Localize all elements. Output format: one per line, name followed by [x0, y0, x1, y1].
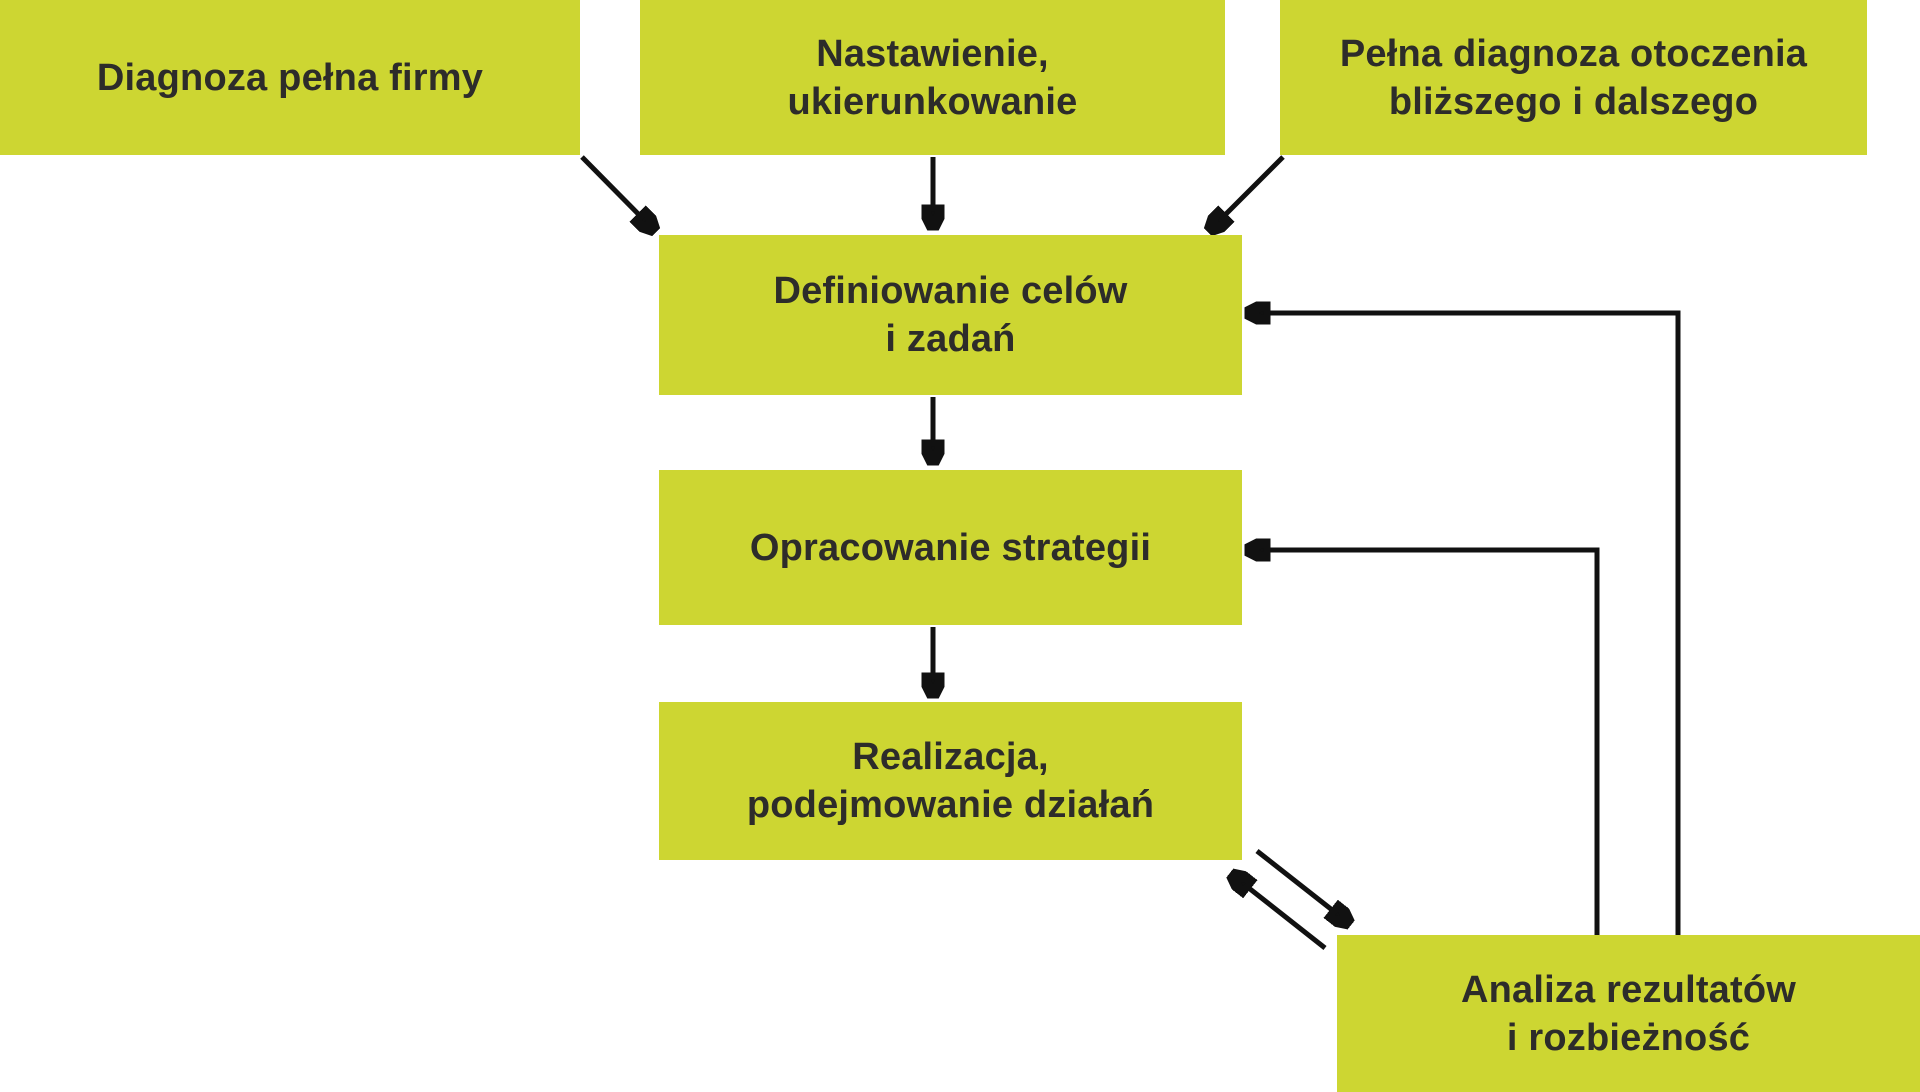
- box-label: Nastawienie, ukierunkowanie: [787, 32, 1078, 123]
- box-label: Pełna diagnoza otoczenia bliższego i dal…: [1339, 32, 1808, 123]
- box-diagnoza-pelna-firmy: Diagnoza pełna firmy: [0, 0, 580, 155]
- box-label: Definiowanie celów i zadań: [773, 270, 1128, 360]
- box-label: Diagnoza pełna firmy: [96, 56, 484, 99]
- box-definiowanie-celow: Definiowanie celów i zadań: [659, 235, 1242, 395]
- box-label: Opracowanie strategii: [749, 526, 1152, 569]
- box-realizacja: Realizacja, podejmowanie działań: [659, 702, 1242, 860]
- box-opracowanie-strategii: Opracowanie strategii: [659, 470, 1242, 625]
- box-nastawienie-ukierunkowanie: Nastawienie, ukierunkowanie: [640, 0, 1225, 155]
- arrow-analiza-to-realizacja: [1231, 874, 1327, 950]
- arrow-realizacja-to-analiza: [1255, 849, 1350, 924]
- arrow-otoczenie-to-definiowanie: [1209, 155, 1285, 231]
- arrow-diagnoza-to-definiowanie: [580, 155, 655, 231]
- box-analiza-rezultatow: Analiza rezultatów i rozbieżność: [1337, 935, 1920, 1092]
- box-label: Analiza rezultatów i rozbieżność: [1460, 968, 1797, 1059]
- arrow-analiza-to-strategia: [1246, 550, 1600, 935]
- arrow-analiza-to-definiowanie: [1246, 313, 1681, 935]
- box-pelna-diagnoza-otoczenia: Pełna diagnoza otoczenia bliższego i dal…: [1280, 0, 1867, 155]
- box-label: Realizacja, podejmowanie działań: [746, 736, 1155, 826]
